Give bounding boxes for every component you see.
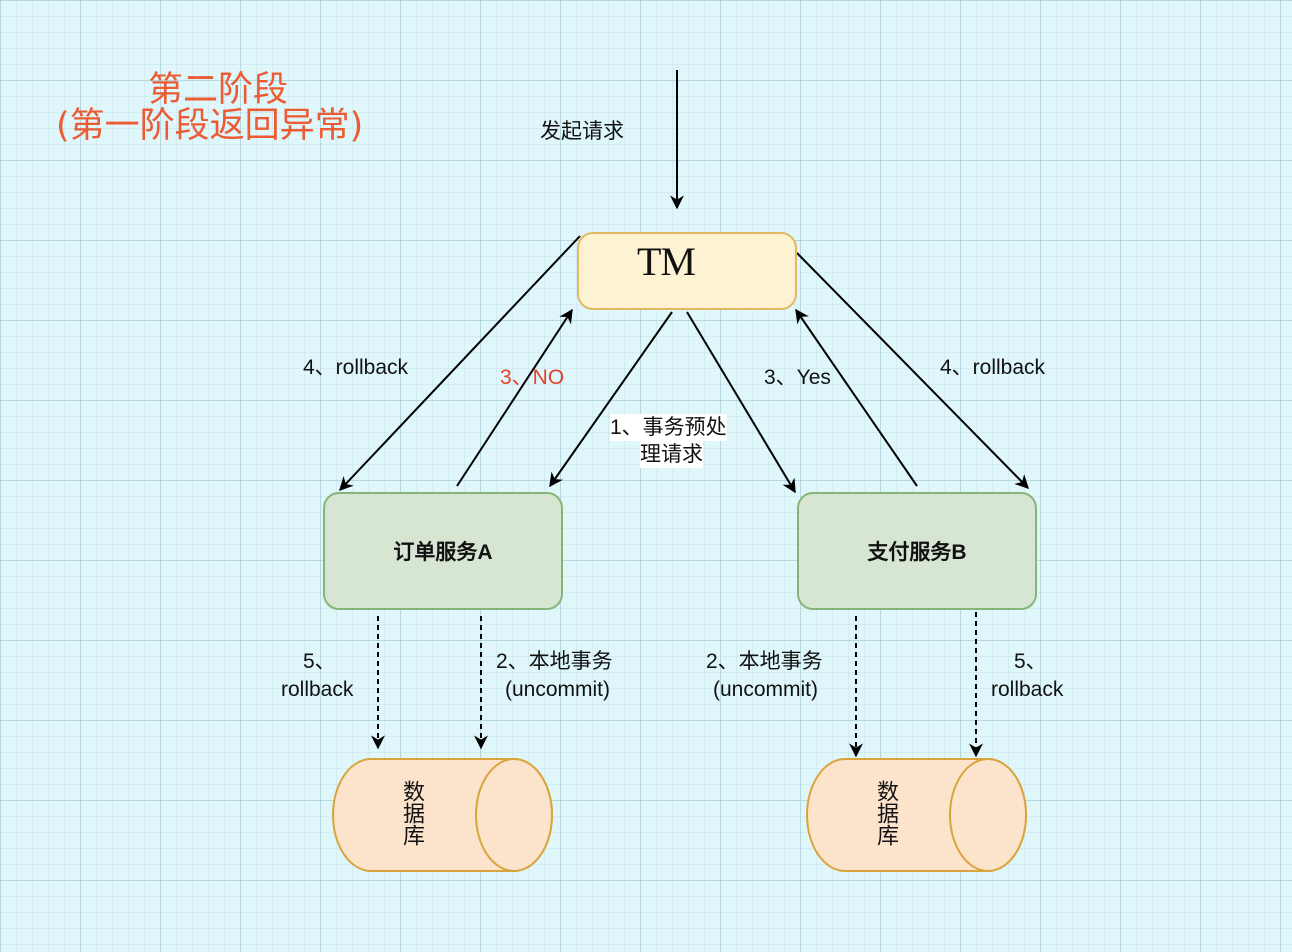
database-left-label: 数据库 bbox=[399, 780, 424, 846]
service-b-node: 支付服务B bbox=[797, 492, 1037, 610]
database-right-shape bbox=[806, 758, 1027, 872]
db-rollback-label-left-1: 5、 bbox=[303, 650, 336, 673]
yes-arrow bbox=[795, 308, 918, 487]
rollback-label-left: 4、rollback bbox=[303, 356, 409, 379]
tm-node: TM bbox=[577, 232, 797, 310]
yes-label: 3、Yes bbox=[764, 366, 831, 389]
local-tx-label-right-2: (uncommit) bbox=[713, 678, 819, 701]
prepare-arrow-b bbox=[686, 311, 796, 494]
title-line-1: 第二阶段 bbox=[148, 70, 289, 110]
db-rollback-label-right-1: 5、 bbox=[1014, 650, 1047, 673]
db-rollback-label-right-2: rollback bbox=[991, 678, 1064, 701]
prepare-label-line-1: 1、事务预处 bbox=[610, 414, 727, 441]
rollback-label-right: 4、rollback bbox=[940, 356, 1046, 379]
prepare-arrow-a bbox=[549, 311, 673, 488]
no-label: 3、NO bbox=[500, 366, 565, 389]
local-tx-label-right-1: 2、本地事务 bbox=[706, 650, 823, 673]
title-line-2: (第一阶段返回异常) bbox=[56, 106, 364, 146]
rollback-arrow-a bbox=[339, 235, 581, 492]
database-left-shape bbox=[332, 758, 553, 872]
db-rollback-label-left-2: rollback bbox=[281, 678, 354, 701]
prepare-label-line-2: 理请求 bbox=[640, 441, 703, 468]
no-arrow bbox=[456, 308, 573, 487]
service-a-node: 订单服务A bbox=[323, 492, 563, 610]
rollback-arrow-b bbox=[796, 252, 1029, 489]
service-b-label: 支付服务B bbox=[867, 541, 967, 564]
database-right-label: 数据库 bbox=[873, 780, 898, 846]
request-label: 发起请求 bbox=[540, 120, 624, 143]
tm-label: TM bbox=[637, 238, 696, 284]
local-tx-label-left-2: (uncommit) bbox=[505, 678, 611, 701]
local-tx-label-left-1: 2、本地事务 bbox=[496, 650, 613, 673]
service-a-label: 订单服务A bbox=[393, 541, 493, 564]
